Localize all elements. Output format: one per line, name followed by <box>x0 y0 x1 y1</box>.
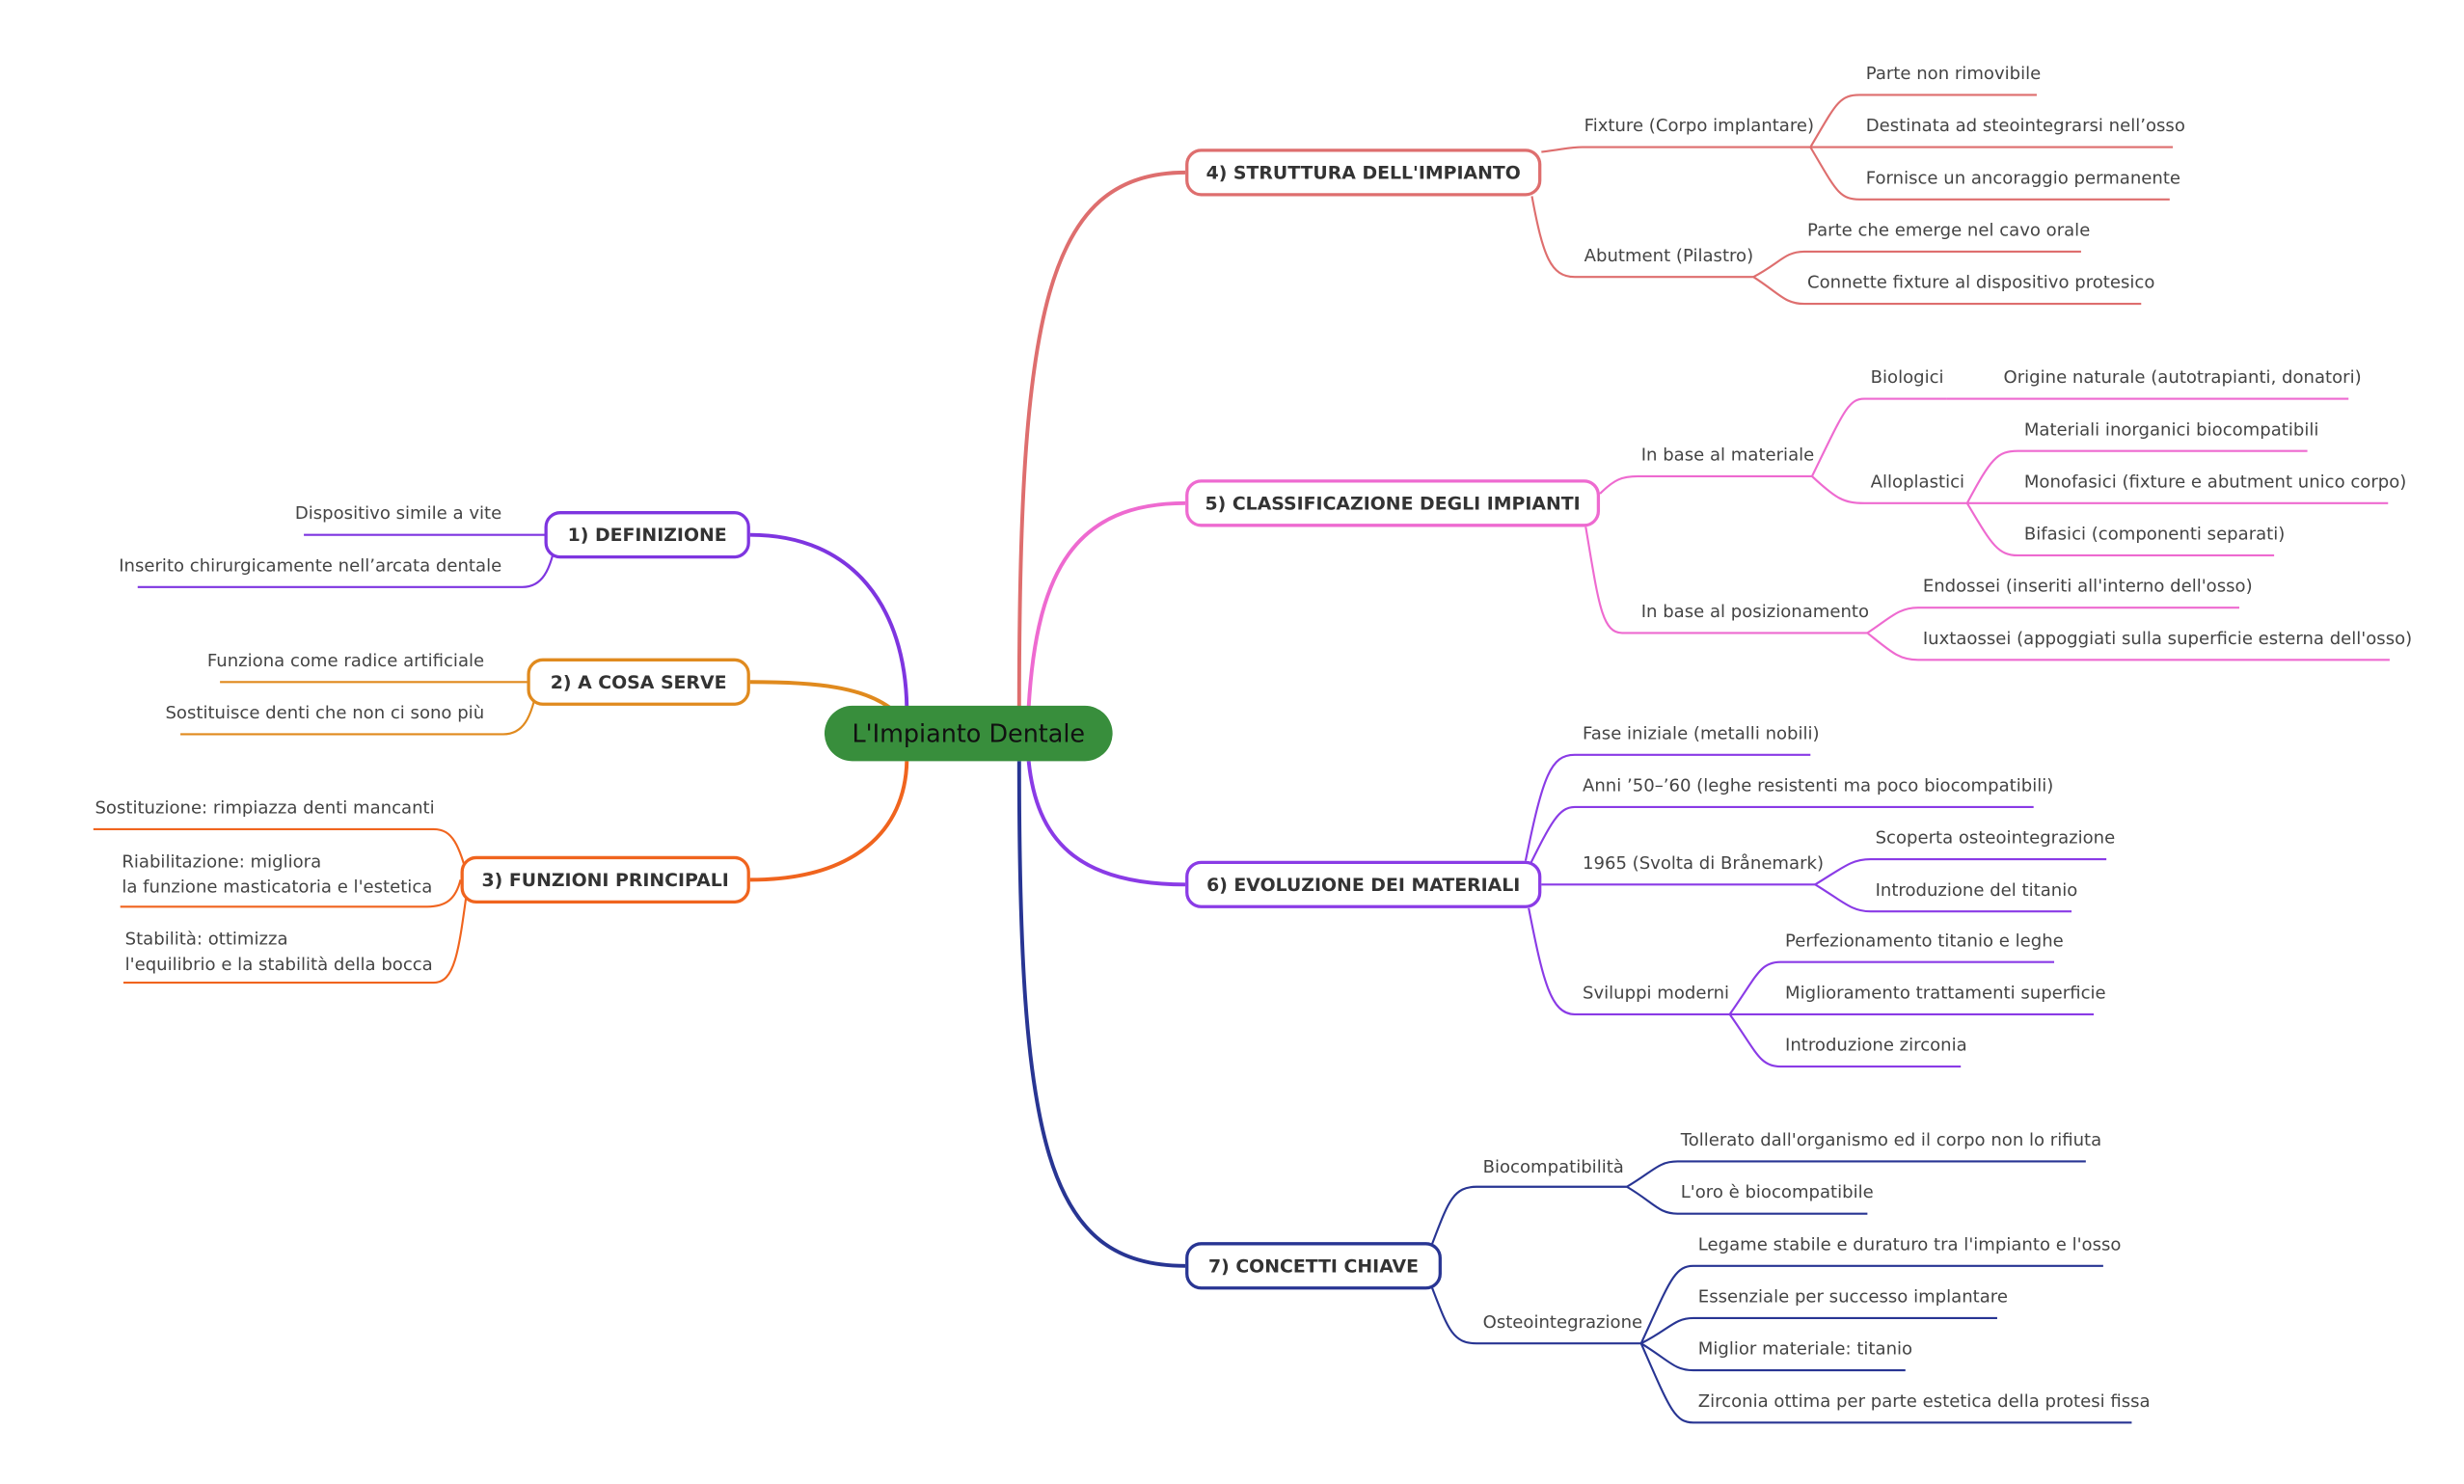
leaf-osteointegrazione-3[interactable]: Miglior materiale: titanio <box>1697 1338 1913 1360</box>
sub-fixture[interactable]: Fixture (Corpo implantare) <box>1584 115 1815 137</box>
leaf-definizione-2[interactable]: Inserito chirurgicamente nell’arcata den… <box>119 554 502 577</box>
leaf-osteointegrazione-2[interactable]: Essenziale per successo implantare <box>1697 1286 2008 1308</box>
connectors-concetti <box>1431 1160 2132 1424</box>
connectors-struttura <box>1530 94 2174 306</box>
branch-struttura[interactable]: 4) STRUTTURA DELL'IMPIANTO <box>1185 148 1542 197</box>
sub-alloplastici[interactable]: Alloplastici <box>1870 472 1965 493</box>
root-node[interactable]: L'Impianto Dentale <box>824 705 1113 762</box>
leaf-abutment-1[interactable]: Parte che emerge nel cavo orale <box>1807 220 2091 241</box>
sub-svolta-branemark[interactable]: 1965 (Svolta di Brånemark) <box>1583 852 1824 874</box>
leaf-posizionamento-2[interactable]: Iuxtaossei (appoggiati sulla superficie … <box>1922 628 2413 649</box>
leaf-posizionamento-1[interactable]: Endossei (inseriti all'interno dell'osso… <box>1922 576 2253 597</box>
leaf-svolta-1[interactable]: Scoperta osteointegrazione <box>1875 827 2116 849</box>
leaf-alloplastici-3[interactable]: Bifasici (componenti separati) <box>2023 524 2286 545</box>
sub-biologici[interactable]: Biologici <box>1870 366 1944 389</box>
leaf-biologici-1[interactable]: Origine naturale (autotrapianti, donator… <box>2003 366 2362 389</box>
branch-evoluzione[interactable]: 6) EVOLUZIONE DEI MATERIALI <box>1185 860 1542 908</box>
connector-evoluzione <box>1026 761 1186 887</box>
leaf-abutment-2[interactable]: Connette fixture al dispositivo protesic… <box>1807 272 2155 293</box>
sub-abutment[interactable]: Abutment (Pilastro) <box>1584 245 1754 266</box>
connector-struttura <box>1016 170 1186 708</box>
leaf-funzioni-stabilita[interactable]: Stabilità: ottimizza l'equilibrio e la s… <box>124 929 433 975</box>
branch-definizione[interactable]: 1) DEFINIZIONE <box>544 511 750 559</box>
leaf-fixture-3[interactable]: Fornisce un ancoraggio permanente <box>1865 167 2181 189</box>
connector-concetti <box>1016 761 1186 1268</box>
leaf-definizione-1[interactable]: Dispositivo simile a vite <box>294 502 502 525</box>
leaf-funzioni-riabilitazione[interactable]: Riabilitazione: migliora la funzione mas… <box>122 850 433 898</box>
leaf-fixture-2[interactable]: Destinata ad steointegrarsi nell’osso <box>1865 115 2185 137</box>
leaf-osteointegrazione-4[interactable]: Zirconia ottima per parte estetica della… <box>1697 1390 2151 1412</box>
leaf-alloplastici-1[interactable]: Materiali inorganici biocompatibili <box>2023 418 2319 441</box>
sub-materiale[interactable]: In base al materiale <box>1640 445 1815 466</box>
leaf-osteointegrazione-1[interactable]: Legame stabile e duraturo tra l'impianto… <box>1697 1233 2122 1255</box>
leaf-svolta-2[interactable]: Introduzione del titanio <box>1875 879 2078 901</box>
sub-osteointegrazione[interactable]: Osteointegrazione <box>1482 1311 1643 1333</box>
leaf-biocompatibilita-1[interactable]: Tollerato dall'organismo ed il corpo non… <box>1680 1129 2102 1151</box>
leaf-a-cosa-serve-1[interactable]: Funziona come radice artificiale <box>206 650 485 671</box>
connector-funzioni <box>749 761 909 882</box>
leaf-alloplastici-2[interactable]: Monofasici (fixture e abutment unico cor… <box>2023 472 2407 493</box>
leaf-a-cosa-serve-2[interactable]: Sostituisce denti che non ci sono più <box>165 702 485 723</box>
sub-sviluppi-moderni[interactable]: Sviluppi moderni <box>1583 983 1730 1004</box>
connectors-evoluzione <box>1524 753 2107 1068</box>
connector-classificazione <box>1026 500 1186 708</box>
sub-anni-50-60[interactable]: Anni ’50–’60 (leghe resistenti ma poco b… <box>1583 775 2054 796</box>
leaf-moderni-1[interactable]: Perfezionamento titanio e leghe <box>1785 930 2064 952</box>
leaf-biocompatibilita-2[interactable]: L'oro è biocompatibile <box>1680 1181 1874 1203</box>
branch-funzioni-principali[interactable]: 3) FUNZIONI PRINCIPALI <box>460 855 750 904</box>
branch-classificazione[interactable]: 5) CLASSIFICAZIONE DEGLI IMPIANTI <box>1185 479 1601 527</box>
leaf-fixture-1[interactable]: Parte non rimovibile <box>1865 63 2042 84</box>
sub-posizionamento[interactable]: In base al posizionamento <box>1640 601 1870 622</box>
sub-fase-iniziale[interactable]: Fase iniziale (metalli nobili) <box>1583 722 1820 744</box>
leaf-funzioni-sostituzione[interactable]: Sostituzione: rimpiazza denti mancanti <box>95 797 435 819</box>
leaf-moderni-3[interactable]: Introduzione zirconia <box>1785 1035 1967 1056</box>
branch-a-cosa-serve[interactable]: 2) A COSA SERVE <box>527 658 750 706</box>
branch-concetti-chiave[interactable]: 7) CONCETTI CHIAVE <box>1185 1242 1442 1290</box>
leaf-moderni-2[interactable]: Miglioramento trattamenti superficie <box>1785 983 2106 1004</box>
connector-a-cosa-serve <box>749 680 891 710</box>
connectors-classificazione <box>1584 397 2390 661</box>
connector-definizione <box>749 532 909 708</box>
sub-biocompatibilita[interactable]: Biocompatibilità <box>1482 1156 1624 1177</box>
